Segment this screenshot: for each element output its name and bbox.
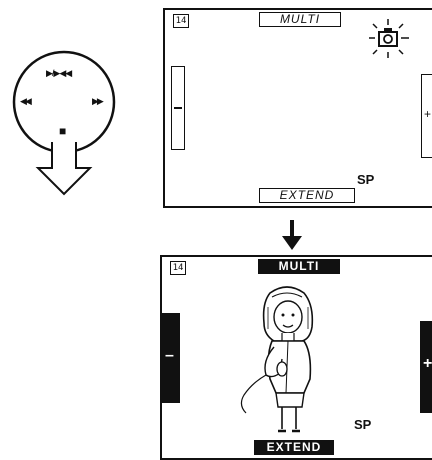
minus-symbol: –	[165, 347, 174, 365]
tape-counter-icon: 14	[170, 261, 186, 275]
fast-forward-symbol: ▶▶	[92, 96, 102, 107]
speed-indicator: SP	[354, 417, 371, 432]
plus-symbol: +	[423, 355, 432, 373]
camera-icon	[365, 18, 413, 62]
multi-label: MULTI	[259, 12, 341, 27]
transition-arrow	[280, 218, 304, 252]
extend-label: EXTEND	[259, 188, 355, 203]
play-pause-symbol: ▶/▶◀◀	[46, 68, 71, 79]
stop-symbol: ■	[59, 124, 66, 138]
woman-figure-illustration	[232, 283, 342, 438]
rewind-symbol: ◀◀	[20, 96, 30, 107]
viewfinder-screen-before: 14 MULTI + SP EXTEND	[163, 8, 432, 208]
zoom-plus-bar-active: +	[420, 321, 432, 413]
zoom-plus-bar: +	[421, 74, 432, 158]
multi-label-highlighted: MULTI	[258, 259, 340, 274]
speed-indicator: SP	[357, 172, 374, 187]
control-dial[interactable]: ▶/▶◀◀ ◀◀ ▶▶ ■	[6, 50, 126, 220]
viewfinder-screen-after: 14 MULTI – +	[160, 255, 432, 460]
plus-symbol: +	[424, 107, 431, 121]
zoom-minus-bar	[171, 66, 185, 150]
zoom-minus-bar-active: –	[162, 313, 180, 403]
tape-counter-icon: 14	[173, 14, 189, 28]
